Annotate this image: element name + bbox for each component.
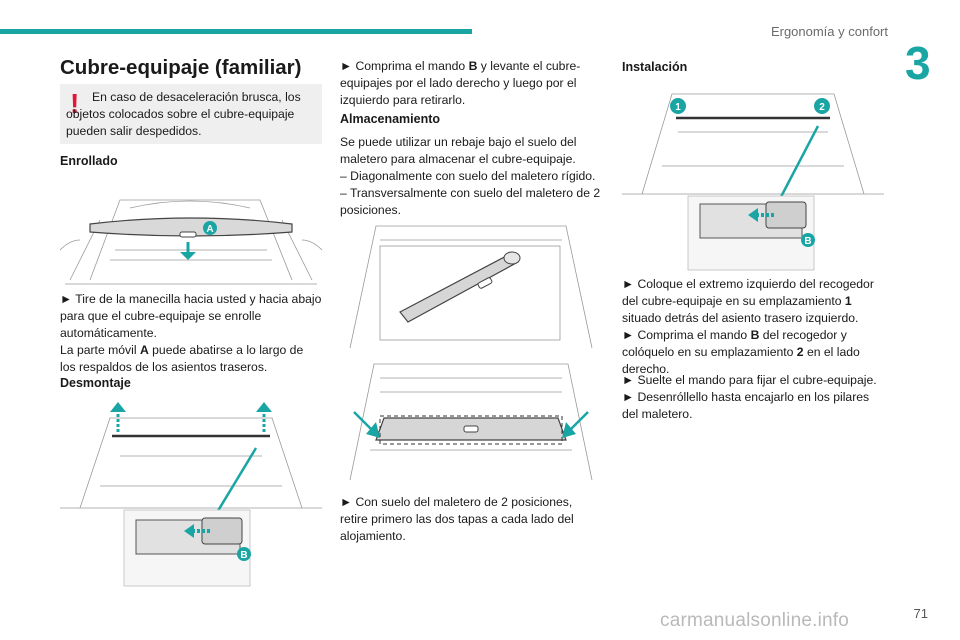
figure-removal: B <box>60 396 322 588</box>
install-step-2: ► Comprima el mando B del recogedor y co… <box>622 328 860 376</box>
figure-installation: 1 2 B <box>622 82 884 272</box>
storage-option-rigid: – Diagonalmente con suelo del maletero r… <box>340 169 596 183</box>
warning-text: En caso de desaceleración brusca, los ob… <box>66 90 301 138</box>
chapter-number: 3 <box>905 37 931 89</box>
heading-instalacion: Instalación <box>622 60 688 74</box>
fig-label-1: 1 <box>675 102 681 113</box>
fig-label-2: 2 <box>819 102 825 113</box>
heading-enrollado: Enrollado <box>60 154 118 168</box>
header-accent-bar <box>0 29 472 34</box>
storage-option-2pos: – Transversalmente con suelo del maleter… <box>340 186 601 217</box>
removal-instruction: ► Comprima el mando B y levante el cubre… <box>340 59 581 107</box>
fig1-label: A <box>206 224 213 235</box>
storage-text: Se puede utilizar un rebaje bajo el suel… <box>340 135 577 166</box>
enrollado-instruction: ► Tire de la manecilla hacia usted y hac… <box>60 292 322 340</box>
figure-storage-diagonal <box>340 216 602 356</box>
figure-storage-transverse <box>340 360 602 484</box>
trunk-illustration-2: B <box>60 402 322 587</box>
fig2-label: B <box>240 550 247 561</box>
figure-rolling-cover: A <box>60 180 322 290</box>
install-step-4: ► Desenróllello hasta encajarlo en los p… <box>622 390 870 421</box>
enrollado-note: La parte móvil A puede abatirse a lo lar… <box>60 343 304 374</box>
storage-2pos-instruction: ► Con suelo del maletero de 2 posiciones… <box>340 495 574 543</box>
install-step-3: ► Suelte el mando para fijar el cubre-eq… <box>622 373 877 387</box>
trunk-illustration-5: 1 2 B <box>622 93 884 271</box>
heading-almacenamiento: Almacenamiento <box>340 112 441 126</box>
trunk-illustration-4 <box>349 363 593 481</box>
trunk-illustration-3 <box>349 225 593 349</box>
watermark: carmanualsonline.info <box>660 610 850 631</box>
fig-label-b: B <box>804 236 811 247</box>
heading-desmontaje: Desmontaje <box>60 376 131 390</box>
trunk-illustration-1: A <box>60 199 322 285</box>
install-step-1: ► Coloque el extremo izquierdo del recog… <box>622 277 874 325</box>
page-number: 71 <box>913 606 928 621</box>
page-title: Cubre-equipaje (familiar) <box>60 56 302 79</box>
warning-box: ! En caso de desaceleración brusca, los … <box>60 84 322 144</box>
section-title: Ergonomía y confort <box>770 24 888 39</box>
warning-icon: ! <box>70 88 80 119</box>
